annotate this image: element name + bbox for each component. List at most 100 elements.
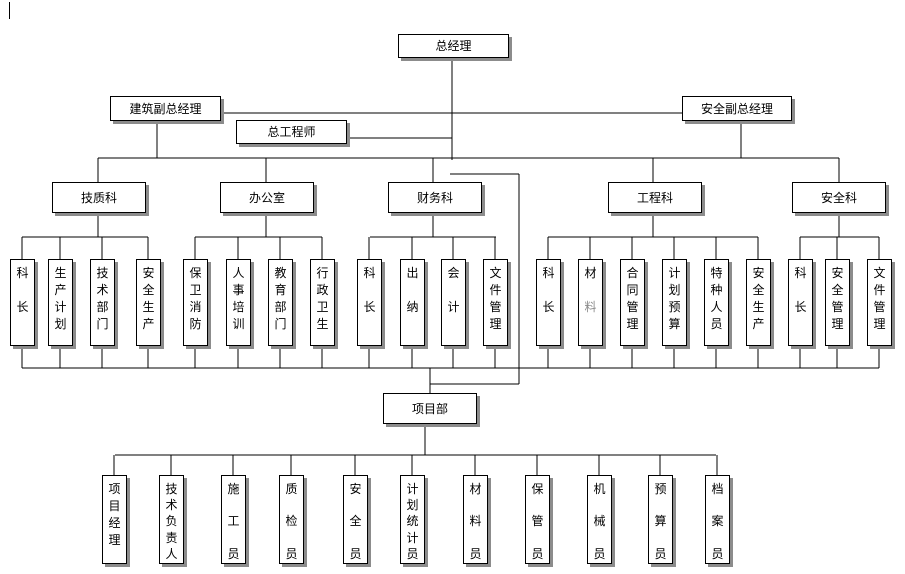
label-char: 算 (654, 514, 667, 529)
chief-engineer-box: 总工程师 (236, 120, 347, 144)
sub-unit-box: 保卫消防 (183, 259, 208, 346)
dept-box: 安全科 (792, 182, 886, 213)
label-char: 档 (711, 482, 724, 496)
label-char: 理 (831, 317, 844, 331)
label-char: 员 (227, 546, 240, 561)
label-char: 人 (165, 546, 178, 561)
label-char: 人 (232, 266, 245, 280)
label-char: 件 (873, 283, 886, 297)
label-char: 械 (593, 514, 606, 529)
label-char: 安 (349, 482, 362, 496)
label-char: 育 (274, 283, 287, 297)
sub-unit-box: 教育部门 (268, 259, 293, 346)
label-char: 员 (406, 546, 419, 561)
label-char: 负 (165, 514, 178, 529)
label-char: 种 (710, 283, 723, 297)
sub-unit-box: 安全管理 (825, 259, 850, 346)
dept-box: 工程科 (608, 182, 702, 213)
label-char: 员 (593, 546, 606, 561)
label-char: 防 (189, 317, 202, 331)
dept-label: 办公室 (248, 190, 285, 205)
label-char: 教 (274, 266, 287, 280)
dept-label: 工程科 (636, 190, 673, 205)
sub-unit-box: 计划预算 (662, 259, 687, 346)
vp-construction-box: 建筑副总经理 (110, 96, 221, 121)
label-char: 安 (752, 266, 765, 280)
label-char: 长 (794, 300, 807, 314)
chief-engineer-label: 总工程师 (267, 125, 316, 139)
sub-unit-box: 科长 (357, 259, 382, 346)
label-char: 长 (542, 300, 555, 314)
label-char: 全 (752, 283, 765, 297)
label-char: 保 (531, 482, 544, 496)
sub-unit-box: 特种人员 (704, 259, 729, 346)
label-char: 科 (542, 266, 555, 280)
sub-unit-box: 会计 (441, 259, 466, 346)
label-char: 案 (711, 514, 724, 529)
label-char: 件 (489, 283, 502, 297)
label-char: 管 (531, 514, 544, 529)
label-char: 员 (469, 546, 482, 561)
label-char: 保 (189, 266, 202, 280)
sub-unit-box: 科长 (788, 259, 813, 346)
label-char: 理 (873, 317, 886, 331)
label-char: 技 (165, 482, 178, 496)
label-char: 全 (142, 283, 155, 297)
dept-box: 技质科 (52, 182, 146, 213)
label-char: 门 (96, 317, 109, 331)
vp-safety-box: 安全副总经理 (682, 96, 792, 121)
label-char: 文 (873, 266, 886, 280)
label-char: 生 (142, 300, 155, 314)
project-role-box: 质检员 (279, 475, 304, 564)
label-char: 科 (794, 266, 807, 280)
project-dept-label: 项目部 (411, 401, 448, 416)
dept-label: 技质科 (80, 190, 117, 205)
label-char: 目 (108, 499, 121, 513)
label-char: 项 (108, 482, 121, 496)
project-role-box: 技术负责人 (159, 475, 184, 564)
label-char: 管 (873, 300, 886, 314)
project-role-box: 安全员 (343, 475, 368, 564)
sub-unit-box: 人事培训 (226, 259, 251, 346)
label-char: 生 (316, 317, 329, 331)
label-char: 划 (406, 498, 419, 513)
project-role-box: 施工员 (221, 475, 246, 564)
sub-unit-box: 科长 (10, 259, 35, 346)
label-char: 产 (142, 317, 155, 331)
project-role-box: 计划统计员 (400, 475, 425, 564)
project-dept-box: 项目部 (383, 393, 477, 424)
label-char: 理 (626, 317, 639, 331)
label-char: 计 (447, 300, 460, 314)
label-char: 长 (16, 300, 29, 314)
label-char: 政 (316, 283, 329, 297)
label-char: 科 (16, 266, 29, 280)
label-char: 术 (96, 283, 109, 297)
sub-unit-box: 材料 (578, 259, 603, 346)
label-char: 生 (752, 300, 765, 314)
sub-unit-box: 文件管理 (483, 259, 508, 346)
label-char: 划 (668, 283, 681, 297)
label-char: 员 (531, 546, 544, 561)
project-role-box: 保管员 (525, 475, 550, 564)
label-char: 统 (406, 514, 419, 529)
label-char: 卫 (316, 300, 329, 314)
label-char: 理 (489, 317, 502, 331)
label-char: 全 (831, 283, 844, 297)
label-char: 员 (710, 317, 723, 331)
label-char: 特 (710, 266, 723, 280)
label-char: 培 (232, 300, 245, 314)
dept-label: 安全科 (820, 190, 857, 205)
sub-unit-box: 生产计划 (48, 259, 73, 346)
label-char: 管 (831, 300, 844, 314)
project-role-box: 档案员 (705, 475, 730, 564)
dept-box: 办公室 (220, 182, 314, 213)
label-char: 算 (668, 317, 681, 331)
sub-unit-box: 技术部门 (90, 259, 115, 346)
label-char: 产 (54, 283, 67, 297)
label-char: 部 (96, 300, 109, 314)
dept-box: 财务科 (388, 182, 482, 213)
label-char: 产 (752, 317, 765, 331)
sub-unit-box: 合同管理 (620, 259, 645, 346)
label-char: 材 (584, 266, 597, 280)
